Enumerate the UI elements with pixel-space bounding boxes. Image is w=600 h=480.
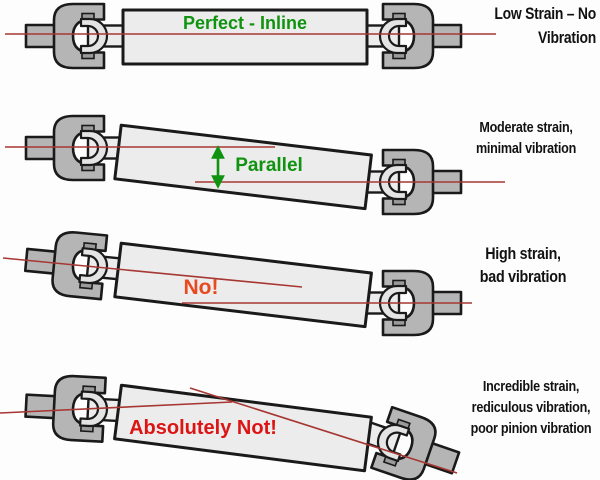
note-row-parallel: Moderate strain, minimal vibration: [459, 117, 593, 159]
row-label-absolutely-not: Absolutely Not!: [129, 417, 277, 439]
row-label-no: No!: [183, 276, 219, 299]
row-label-perfect-inline: Perfect - Inline: [182, 13, 308, 33]
u-joint-left-icon: [24, 2, 126, 70]
parallel-offset-arrow-icon: [211, 145, 225, 189]
driveshaft-row-absolutely-not: [0, 372, 468, 480]
driveshaft-row-inline: [5, 2, 496, 70]
driveshaft-row-no: [2, 226, 472, 337]
u-joint-left-icon: [24, 114, 126, 182]
note-line: poor pinion vibration: [470, 420, 592, 437]
driveshaft-tube: [121, 8, 369, 66]
row-label-parallel: Parallel: [235, 155, 303, 176]
note-row-absolutely-not: Incredible strain, rediculous vibration,…: [461, 376, 600, 439]
note-row-inline: Low Strain – No Vibration: [447, 2, 596, 50]
centerline-pinion: [189, 387, 458, 474]
note-line: Low Strain – No Vibration: [494, 4, 596, 47]
note-line: High strain,: [485, 244, 561, 263]
note-line: rediculous vibration,: [471, 399, 591, 416]
note-line: bad vibration: [479, 267, 567, 286]
driveshaft-row-parallel: [5, 114, 505, 216]
note-row-no: High strain, bad vibration: [456, 242, 590, 288]
note-line: Incredible strain,: [482, 378, 580, 395]
note-line: minimal vibration: [475, 140, 577, 157]
note-line: Moderate strain,: [479, 119, 573, 136]
centerline-front: [2, 257, 303, 288]
centerline-front: [0, 401, 233, 414]
driveshaft-tube: [113, 241, 373, 329]
